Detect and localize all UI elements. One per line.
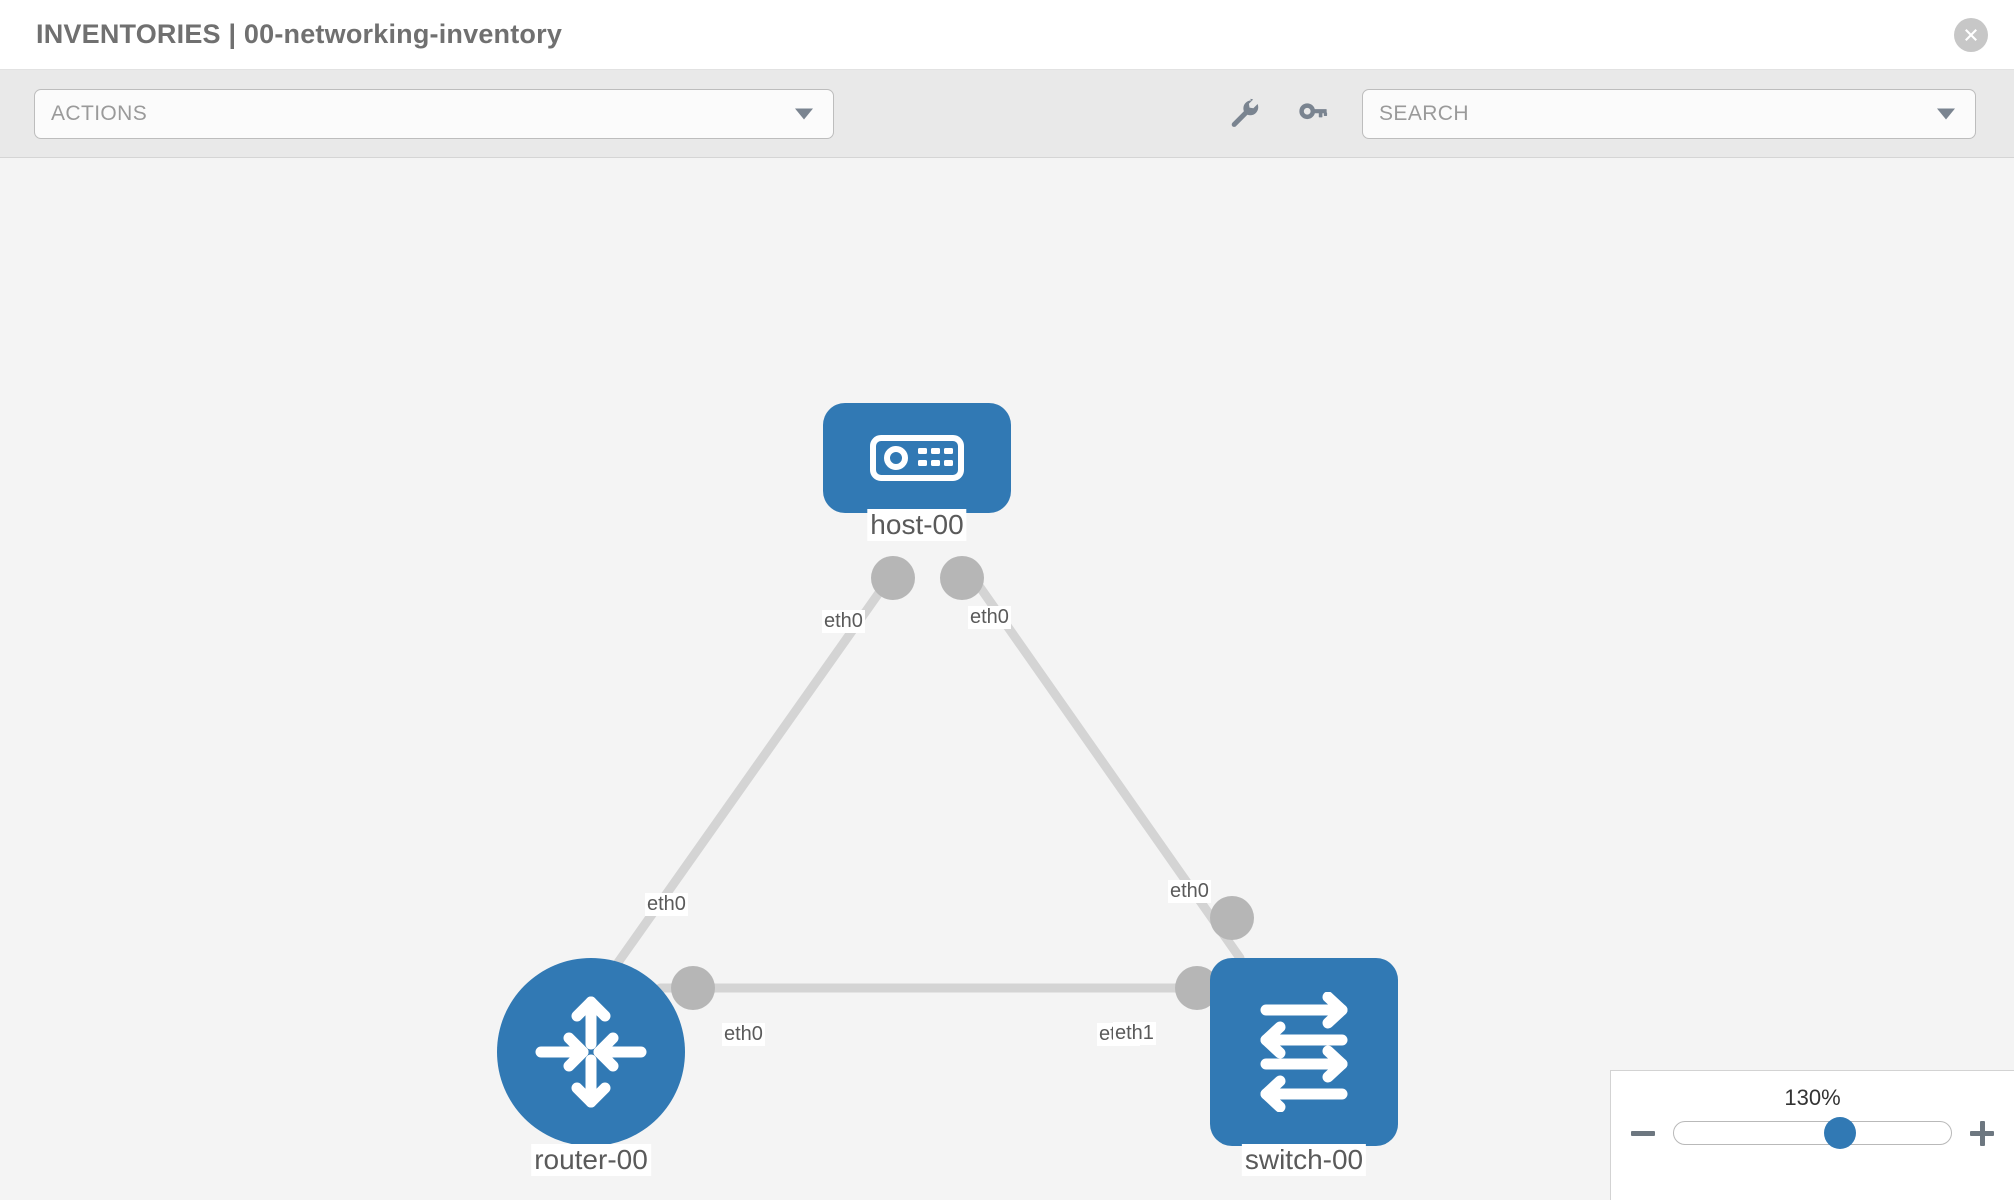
node-label-switch-00: switch-00 — [1241, 1144, 1367, 1176]
iface-label-switch-up: eth0 — [1168, 880, 1211, 903]
node-router-00[interactable]: router-00 — [497, 958, 685, 1176]
server-icon — [823, 403, 1011, 513]
search-dropdown[interactable]: SEARCH — [1362, 88, 1976, 139]
iface-label-host-right: eth0 — [968, 606, 1011, 629]
zoom-slider-row — [1611, 1117, 2014, 1149]
zoom-slider[interactable] — [1673, 1117, 1952, 1149]
zoom-level-value: 130% — [1784, 1085, 1841, 1110]
toolbar: ACTIONS SEARCH — [0, 70, 2014, 158]
key-icon[interactable] — [1292, 94, 1332, 134]
iface-label-router-right: eth0 — [722, 1023, 765, 1046]
router-arrows-icon — [497, 958, 685, 1146]
wrench-icon[interactable] — [1224, 94, 1264, 134]
chevron-down-icon — [1937, 108, 1955, 119]
search-input-placeholder: SEARCH — [1379, 101, 1469, 125]
zoom-out-button[interactable] — [1629, 1119, 1657, 1147]
page-header: INVENTORIES | 00-networking-inventory — [0, 0, 2014, 70]
iface-label-router-up: eth0 — [645, 893, 688, 916]
switch-arrows-icon — [1210, 958, 1398, 1146]
chevron-down-icon — [795, 108, 813, 119]
node-label-router-00: router-00 — [531, 1144, 651, 1176]
topology-links — [595, 556, 1254, 1010]
link-host-router — [595, 568, 898, 993]
link-endpoints — [671, 556, 1254, 1010]
topology-canvas[interactable]: host-00 — [0, 158, 2014, 1200]
zoom-slider-thumb[interactable] — [1824, 1117, 1857, 1149]
toolbar-icon-group — [1224, 94, 1332, 134]
node-switch-00[interactable]: switch-00 — [1210, 958, 1398, 1176]
close-icon[interactable] — [1954, 17, 1988, 52]
node-label-host-00: host-00 — [867, 509, 967, 541]
page-title: INVENTORIES | 00-networking-inventory — [36, 19, 563, 49]
zoom-control-panel: 130% — [1610, 1070, 2014, 1200]
zoom-in-button[interactable] — [1968, 1119, 1996, 1147]
iface-label-host-left: eth0 — [822, 610, 865, 633]
node-host-00[interactable]: host-00 — [823, 403, 1011, 541]
actions-dropdown-label: ACTIONS — [51, 101, 148, 125]
actions-dropdown[interactable]: ACTIONS — [34, 88, 834, 139]
iface-label-switch-left-b: eth1 — [1113, 1022, 1156, 1045]
